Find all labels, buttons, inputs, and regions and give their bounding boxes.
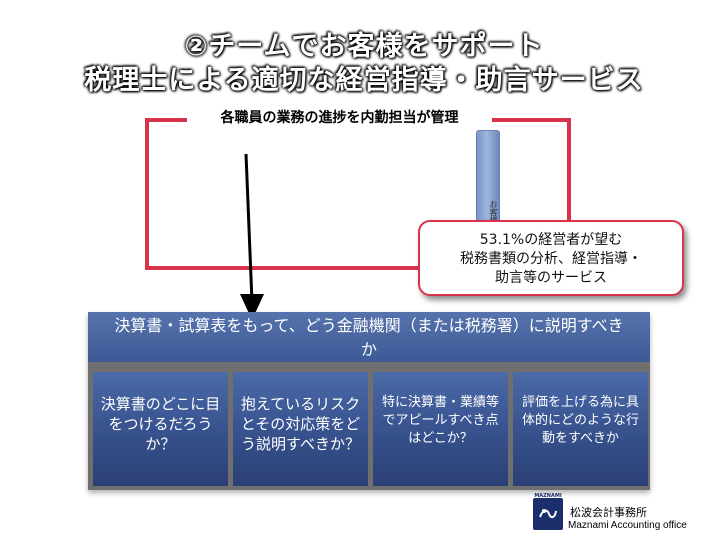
company-name-en: Maznami Accounting office — [568, 520, 687, 531]
callout-line3: 助言等のサービス — [495, 270, 607, 286]
survey-callout: 53.1%の経営者が望む 税務書類の分析、経営指導・ 助言等のサービス — [418, 220, 684, 296]
frame-caption: 各職員の業務の進捗を内勤担当が管理 — [187, 103, 492, 133]
item-line: 決算書のどこに目 — [100, 395, 221, 413]
item-line: 体的にどのような行 — [521, 413, 639, 428]
panel-item-rating-actions: 評価を上げる為に具 体的にどのような行 動をすべきか — [513, 372, 648, 486]
down-arrow-icon — [240, 153, 264, 320]
callout-line2: 税務書類の分析、経営指導・ — [460, 251, 642, 267]
panel-header-line1: 決算書・試算表をもって、どう金融機関（または税務署）に説明すべき — [114, 316, 624, 335]
item-line: とその対応策をど — [240, 415, 361, 433]
wave-icon — [539, 509, 557, 519]
panel-header: 決算書・試算表をもって、どう金融機関（または税務署）に説明すべき か — [88, 312, 650, 362]
slide-title-line1: ②チームでお客様をサポート — [184, 31, 544, 62]
item-line: でアピールすべき点 — [382, 413, 499, 428]
slide-title-line2: 税理士による適切な経営指導・助言サービス — [84, 65, 644, 96]
item-line: 評価を上げる為に具 — [521, 395, 639, 410]
panel-item-focus-points: 決算書のどこに目 をつけるだろう か？ — [93, 372, 228, 486]
company-name-jp: 松波会計事務所 — [570, 506, 647, 519]
item-line: か？ — [145, 435, 176, 453]
company-logo: MAZNAMI — [533, 493, 563, 530]
panel-item-appeal-points: 特に決算書・業績等 でアピールすべき点 はどこか？ — [373, 372, 508, 486]
item-line: 特に決算書・業績等 — [381, 395, 499, 410]
logo-text: MAZNAMI — [534, 493, 562, 499]
panel-item-risk-explanation: 抱えているリスク とその対応策をど う説明すべきか？ — [233, 372, 368, 486]
client-label: お客様 — [489, 200, 498, 224]
advice-panel: 決算書・試算表をもって、どう金融機関（または税務署）に説明すべき か 決算書のど… — [88, 312, 650, 490]
item-line: 抱えているリスク — [240, 395, 361, 413]
item-line: をつけるだろう — [108, 415, 213, 433]
item-line: う説明すべきか？ — [241, 435, 360, 453]
callout-line1: 53.1%の経営者が望む — [479, 232, 623, 248]
item-line: 動をすべきか — [541, 431, 620, 446]
item-line: はどこか？ — [408, 431, 473, 446]
panel-header-line2: か — [360, 340, 377, 359]
